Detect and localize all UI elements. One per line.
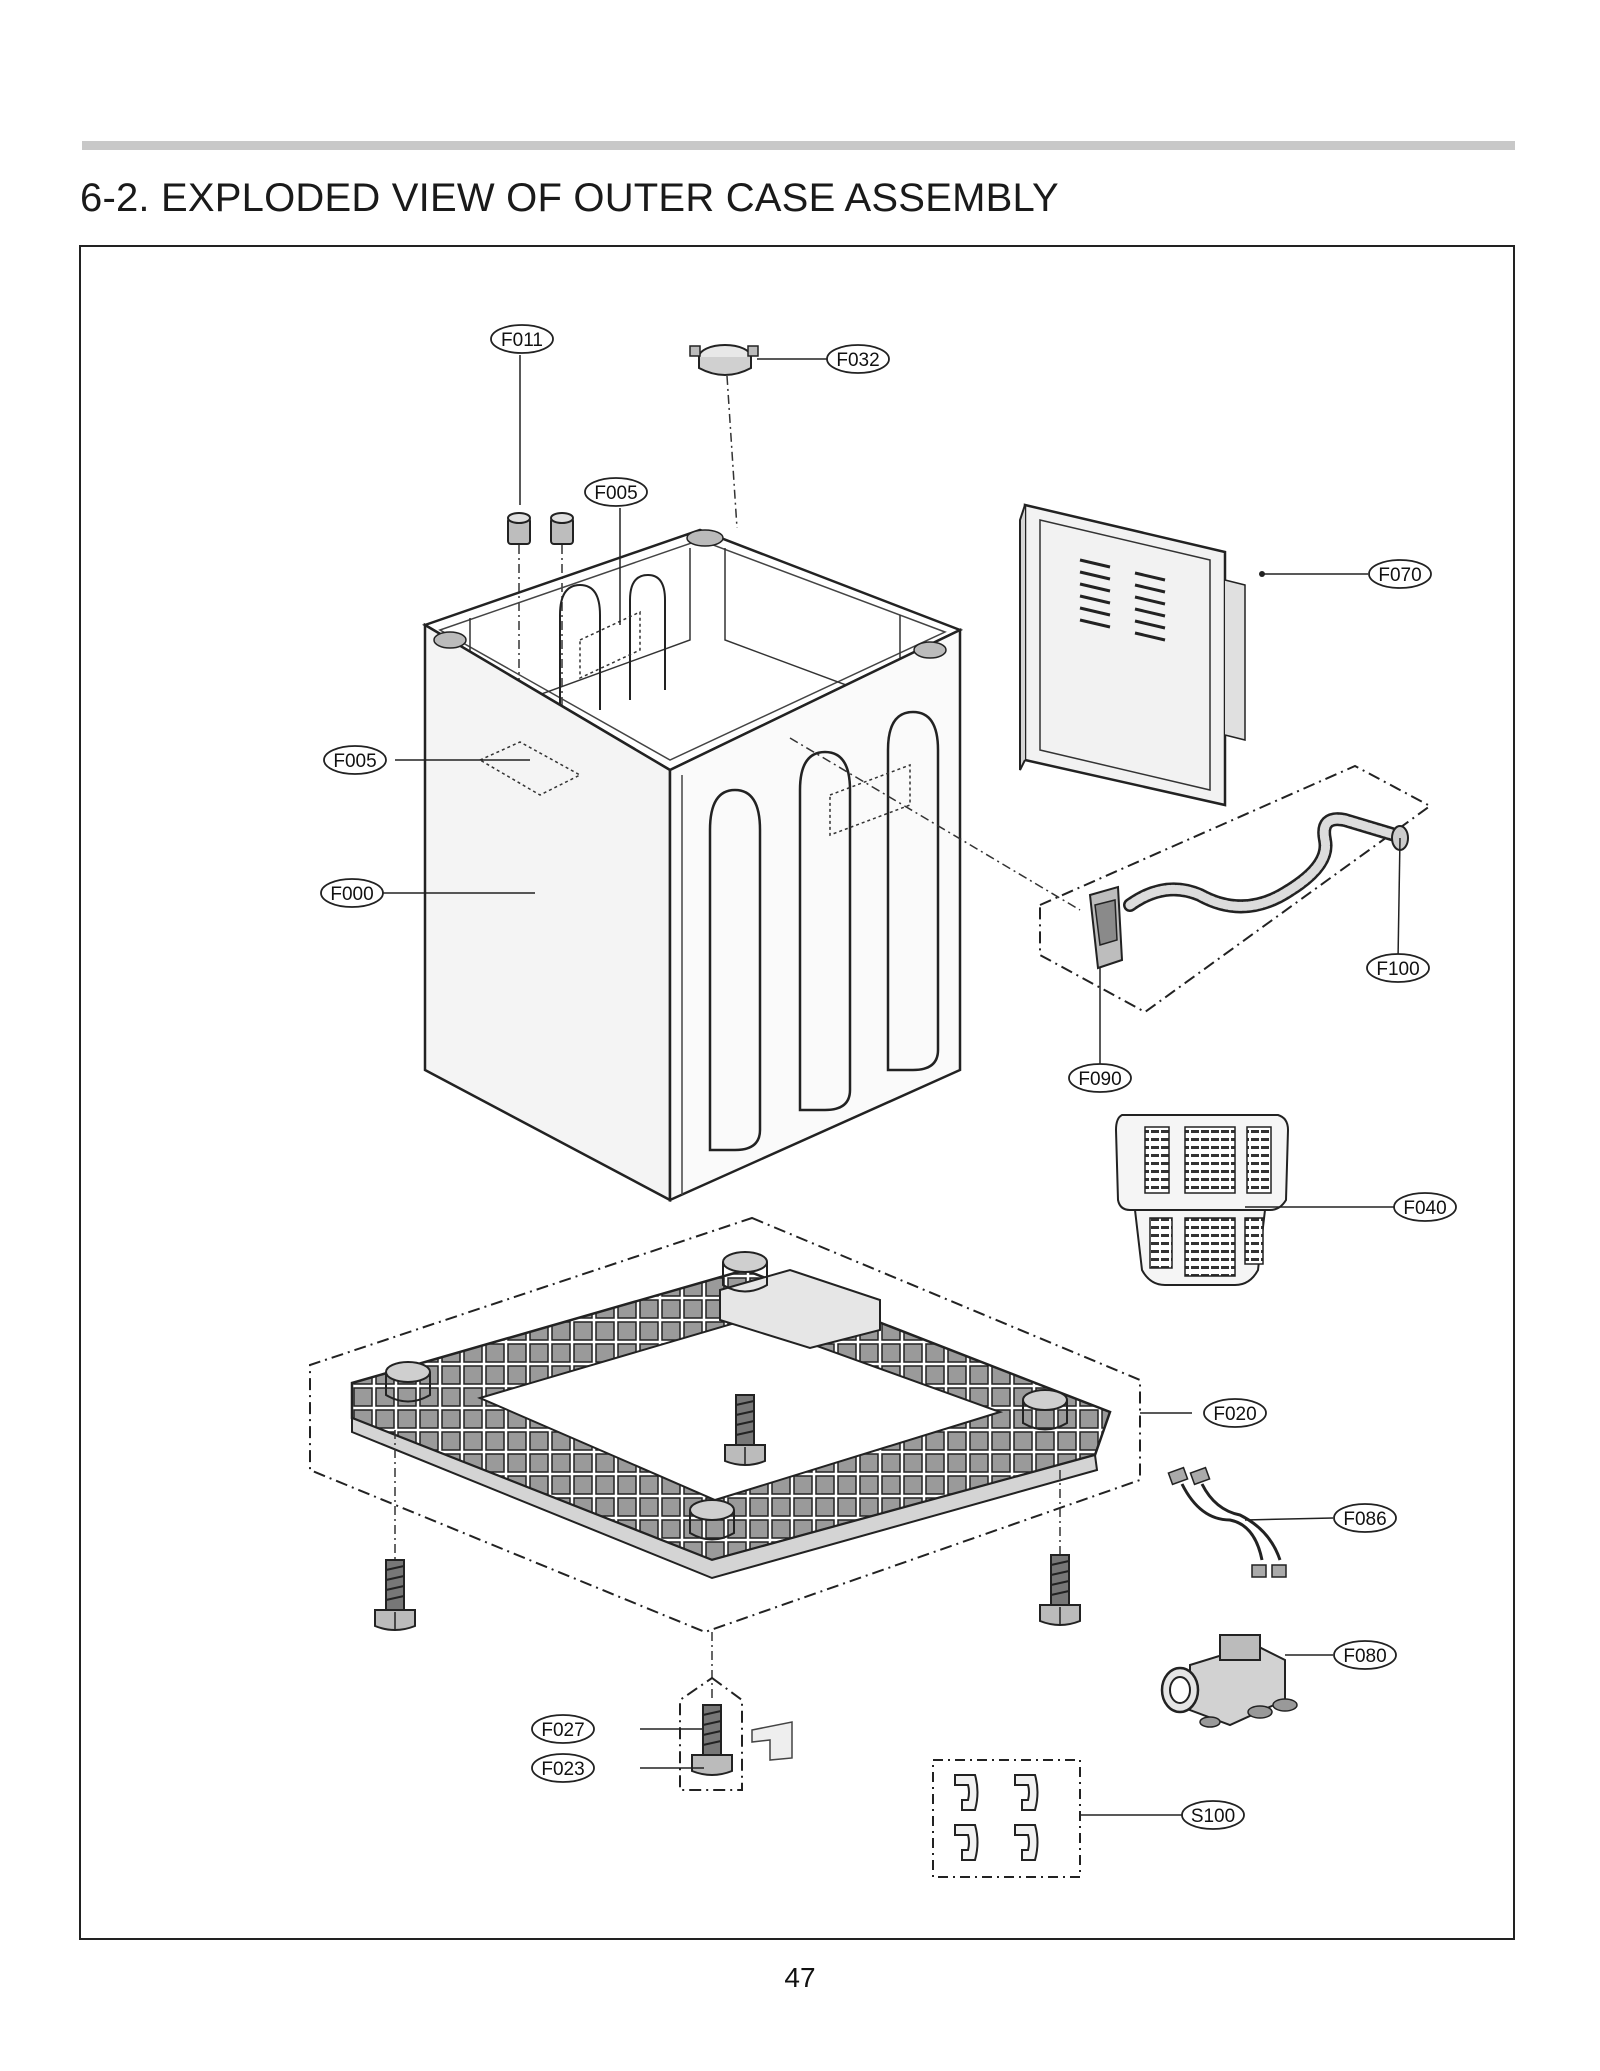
outer-cabinet-part bbox=[378, 508, 1081, 1203]
filter-cover-part bbox=[1114, 1114, 1395, 1286]
drain-hose-part bbox=[1039, 764, 1432, 1014]
svg-text:F032: F032 bbox=[836, 350, 879, 371]
back-cover-part bbox=[1019, 503, 1368, 807]
leveling-foot-parts bbox=[374, 1394, 1081, 1791]
callout-f020: F020 bbox=[1203, 1398, 1267, 1428]
svg-text:F090: F090 bbox=[1078, 1069, 1121, 1090]
svg-text:F011: F011 bbox=[501, 330, 543, 351]
svg-text:F005: F005 bbox=[333, 751, 376, 772]
header-rule bbox=[82, 141, 1515, 150]
svg-text:F005: F005 bbox=[594, 483, 637, 504]
page-title: 6-2. EXPLODED VIEW OF OUTER CASE ASSEMBL… bbox=[80, 176, 1059, 220]
callout-f027: F027 bbox=[531, 1714, 595, 1744]
callout-f090: F090 bbox=[1068, 1063, 1132, 1093]
svg-text:F080: F080 bbox=[1343, 1646, 1386, 1667]
svg-text:F000: F000 bbox=[330, 884, 373, 905]
callout-f080: F080 bbox=[1333, 1640, 1397, 1670]
cap-parts bbox=[507, 355, 574, 730]
svg-text:F070: F070 bbox=[1378, 565, 1421, 586]
hose-guide-part bbox=[1088, 885, 1124, 1065]
callout-f070: F070 bbox=[1368, 559, 1432, 589]
callout-f040: F040 bbox=[1393, 1192, 1457, 1222]
callout-f023: F023 bbox=[531, 1753, 595, 1783]
callout-f011: F011 bbox=[490, 324, 554, 354]
svg-text:S100: S100 bbox=[1191, 1806, 1235, 1827]
svg-text:F040: F040 bbox=[1403, 1198, 1446, 1219]
wire-harness-part bbox=[1167, 1466, 1334, 1578]
callout-f000: F000 bbox=[320, 878, 384, 908]
hose-clamp-part bbox=[689, 344, 827, 529]
callout-f032: F032 bbox=[826, 344, 890, 374]
drain-pump-part bbox=[1160, 1634, 1333, 1728]
diagram-frame bbox=[79, 245, 1515, 1940]
svg-text:F100: F100 bbox=[1376, 959, 1419, 980]
clip-set-part bbox=[932, 1759, 1182, 1878]
callout-f005-top: F005 bbox=[584, 477, 648, 507]
callout-s100: S100 bbox=[1181, 1800, 1245, 1830]
svg-text:F086: F086 bbox=[1343, 1509, 1386, 1530]
svg-text:F027: F027 bbox=[541, 1720, 584, 1741]
callout-f100: F100 bbox=[1366, 953, 1430, 983]
callout-f086: F086 bbox=[1333, 1503, 1397, 1533]
page-number: 47 bbox=[784, 1962, 816, 1993]
svg-text:F023: F023 bbox=[541, 1759, 584, 1780]
svg-text:F020: F020 bbox=[1213, 1404, 1256, 1425]
callout-f005-left: F005 bbox=[323, 745, 387, 775]
